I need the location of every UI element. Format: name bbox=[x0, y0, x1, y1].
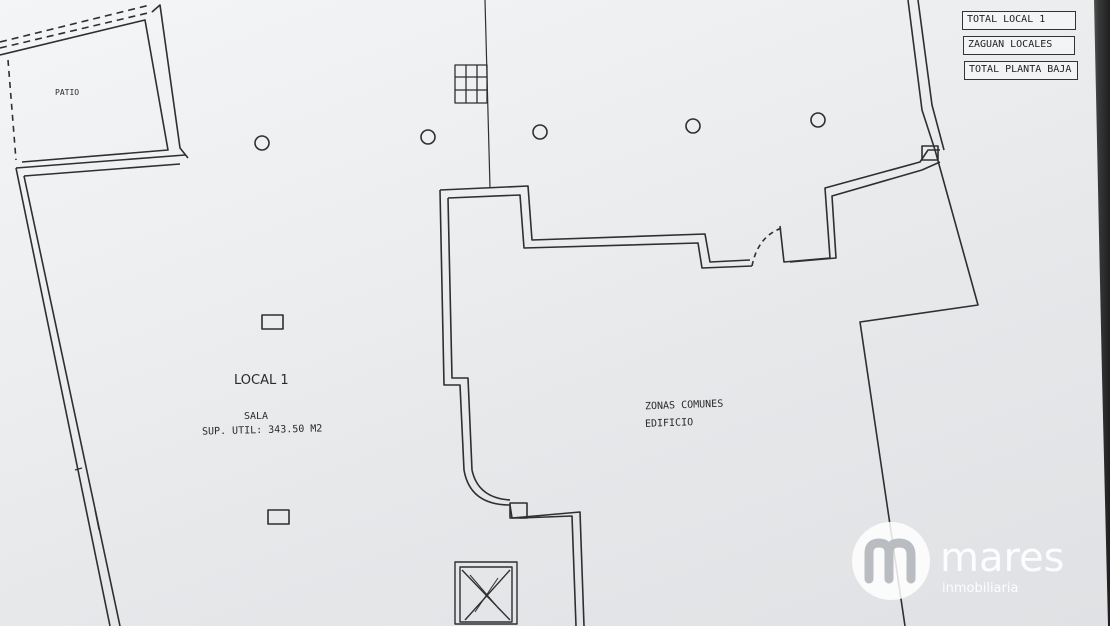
dashed-boundary-top-inner bbox=[0, 11, 153, 49]
building-label: EDIFICIO bbox=[644, 417, 694, 430]
summary-row: ZAGUAN LOCALES bbox=[963, 36, 1075, 55]
east-wall bbox=[859, 0, 979, 626]
common-zone-wall-top bbox=[439, 185, 751, 263]
west-wall-inner bbox=[23, 175, 121, 626]
column-circle bbox=[420, 129, 436, 145]
shaft-crossed-box bbox=[454, 561, 518, 625]
common-zone-wall-left bbox=[439, 189, 585, 626]
summary-row: TOTAL PLANTA BAJA bbox=[964, 61, 1078, 80]
west-wall-outer bbox=[15, 167, 111, 626]
mares-watermark: mares inmobiliaria bbox=[852, 522, 1092, 602]
room-label: SALA bbox=[244, 411, 269, 422]
north-wall-left bbox=[15, 154, 186, 169]
patio-wall-outer bbox=[151, 4, 189, 159]
pillar-square bbox=[261, 314, 284, 330]
common-zone-wall-right-inner bbox=[789, 161, 941, 263]
local-title: LOCAL 1 bbox=[234, 373, 289, 388]
dashed-boundary-left bbox=[7, 59, 17, 161]
mares-logo-icon bbox=[852, 522, 930, 600]
column-circle bbox=[532, 124, 548, 140]
north-wall-left-inner bbox=[23, 163, 181, 177]
door-swing bbox=[751, 227, 783, 267]
common-zone-wall-right bbox=[779, 149, 940, 263]
column-circle bbox=[810, 112, 826, 128]
dashed-boundary-top bbox=[0, 4, 151, 43]
common-zone-wall-left-inner bbox=[447, 197, 511, 501]
pillar-box-east bbox=[921, 145, 939, 161]
patio-wall bbox=[0, 19, 169, 163]
pillar-box bbox=[509, 502, 528, 519]
stair-symbol bbox=[454, 64, 488, 104]
common-zone-wall-lower-inner bbox=[519, 515, 577, 626]
patio-label: PATIO bbox=[55, 88, 80, 97]
east-wall-inner bbox=[917, 0, 945, 151]
column-circle bbox=[254, 135, 270, 151]
common-zone-wall-top-inner bbox=[447, 194, 753, 269]
column-circle bbox=[685, 118, 701, 134]
brand-subtitle: inmobiliaria bbox=[942, 581, 1019, 596]
pillar-square bbox=[267, 509, 290, 525]
brand-name: mares bbox=[940, 535, 1065, 581]
summary-row: TOTAL LOCAL 1 bbox=[962, 11, 1076, 30]
